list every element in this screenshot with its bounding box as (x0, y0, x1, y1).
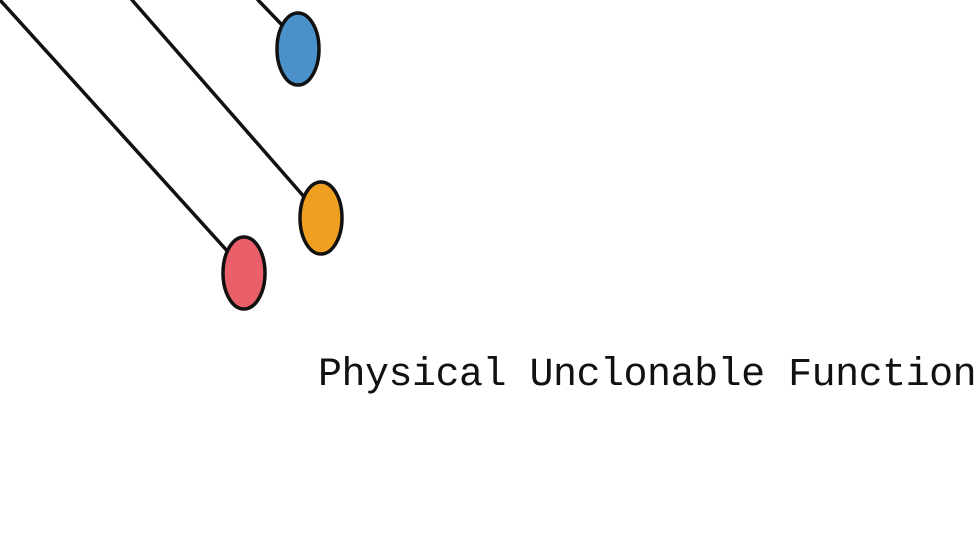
orange-strand-line (130, 0, 308, 201)
blue-strand-line (256, 0, 285, 28)
orange-strand (130, 0, 344, 256)
page-title: Physical Unclonable Function (318, 353, 977, 398)
red-node (221, 235, 267, 311)
orange-node (298, 180, 344, 256)
blue-node (275, 11, 321, 87)
red-strand-line (0, 0, 232, 256)
red-strand (0, 0, 267, 311)
blue-strand (256, 0, 321, 87)
